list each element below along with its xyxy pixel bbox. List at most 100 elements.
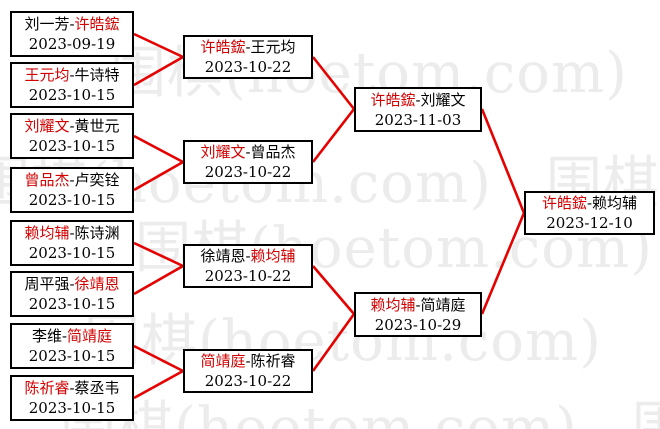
match-date: 2023-10-22 xyxy=(204,372,292,390)
player2-name: 牛诗特 xyxy=(74,66,120,84)
player2-name: 曾品杰 xyxy=(250,143,296,161)
player2-name: 黄世元 xyxy=(74,117,120,135)
match-players: 简靖庭-陈祈睿 xyxy=(200,351,295,371)
match-players: 曾品杰-卢奕铨 xyxy=(24,170,119,190)
match-players: 许皓鋐-赖均辅 xyxy=(542,193,637,213)
match-players: 徐靖恩-赖均辅 xyxy=(200,246,295,266)
match-date: 2023-10-15 xyxy=(28,191,116,209)
player1-name: 许皓鋐 xyxy=(200,38,246,56)
player2-name: 徐靖恩 xyxy=(74,275,120,293)
name-separator: - xyxy=(61,327,68,345)
name-separator: - xyxy=(69,275,75,293)
match-players: 王元均-牛诗特 xyxy=(24,65,119,85)
connector-line xyxy=(480,108,526,214)
name-separator: - xyxy=(69,224,75,242)
player2-name: 卢奕铨 xyxy=(74,171,120,189)
name-separator: - xyxy=(69,66,75,84)
name-separator: - xyxy=(415,90,421,109)
match-date: 2023-10-22 xyxy=(204,163,292,181)
player1-name: 曾品杰 xyxy=(24,171,70,189)
match-date: 2023-10-15 xyxy=(28,86,116,104)
player2-name: 简靖庭 xyxy=(67,327,113,345)
name-separator: - xyxy=(69,171,75,189)
match-r1-7: 李维-简靖庭 2023-10-15 xyxy=(10,323,134,369)
match-players: 许皓鋐-王元均 xyxy=(200,37,295,57)
match-final: 许皓鋐-赖均辅 2023-12-10 xyxy=(524,191,655,235)
match-r1-1: 刘一芳-许皓鋐 2023-09-19 xyxy=(10,11,134,57)
connector-line xyxy=(311,108,356,163)
match-r2-2: 刘耀文-曾品杰 2023-10-22 xyxy=(183,140,313,184)
name-separator: - xyxy=(415,295,421,314)
match-players: 赖均辅-简靖庭 xyxy=(370,295,465,315)
connector-line xyxy=(311,313,356,372)
match-r1-8: 陈祈睿-蔡丞韦 2023-10-15 xyxy=(10,375,134,421)
match-date: 2023-12-10 xyxy=(546,214,633,232)
name-separator: - xyxy=(245,352,251,370)
player1-name: 徐靖恩 xyxy=(200,247,246,265)
player2-name: 简靖庭 xyxy=(420,295,466,314)
player2-name: 许皓鋐 xyxy=(74,15,120,33)
name-separator: - xyxy=(69,117,75,135)
connector-line xyxy=(311,56,356,110)
name-separator: - xyxy=(245,143,251,161)
match-players: 陈祈睿-蔡丞韦 xyxy=(24,378,119,398)
name-separator: - xyxy=(586,194,593,212)
match-date: 2023-10-15 xyxy=(28,295,116,313)
player1-name: 周平强 xyxy=(24,275,70,293)
player1-name: 王元均 xyxy=(24,66,70,84)
player2-name: 刘耀文 xyxy=(420,90,466,109)
match-r1-3: 刘耀文-黄世元 2023-10-15 xyxy=(10,113,134,159)
match-r2-1: 许皓鋐-王元均 2023-10-22 xyxy=(183,35,313,79)
name-separator: - xyxy=(245,38,251,56)
player1-name: 赖均辅 xyxy=(370,295,416,314)
match-players: 赖均辅-陈诗渊 xyxy=(24,223,119,243)
match-r1-2: 王元均-牛诗特 2023-10-15 xyxy=(10,62,134,108)
connector-line xyxy=(133,55,184,87)
player1-name: 刘一芳 xyxy=(24,15,70,33)
match-date: 2023-09-19 xyxy=(28,35,116,53)
match-sf-1: 许皓鋐-刘耀文 2023-11-03 xyxy=(354,87,482,132)
player1-name: 简靖庭 xyxy=(200,352,246,370)
watermark-text: 围棋(hoetom.com) xyxy=(60,396,578,429)
connector-line xyxy=(133,32,184,59)
connector-line xyxy=(133,241,184,268)
player2-name: 赖均辅 xyxy=(592,194,638,212)
player1-name: 许皓鋐 xyxy=(541,194,587,212)
player1-name: 李维 xyxy=(31,327,62,345)
match-r2-3: 徐靖恩-赖均辅 2023-10-22 xyxy=(183,244,313,288)
name-separator: - xyxy=(69,379,75,397)
match-r1-5: 赖均辅-陈诗渊 2023-10-15 xyxy=(10,220,134,266)
match-players: 许皓鋐-刘耀文 xyxy=(370,90,465,110)
match-r1-6: 周平强-徐靖恩 2023-10-15 xyxy=(10,271,134,317)
match-players: 刘耀文-黄世元 xyxy=(24,116,119,136)
match-sf-2: 赖均辅-简靖庭 2023-10-29 xyxy=(354,292,482,337)
match-date: 2023-10-15 xyxy=(28,137,116,155)
match-date: 2023-10-22 xyxy=(204,267,292,285)
player2-name: 蔡丞韦 xyxy=(74,379,120,397)
match-date: 2023-10-15 xyxy=(28,399,116,417)
name-separator: - xyxy=(69,15,75,33)
match-date: 2023-11-03 xyxy=(374,110,462,129)
player1-name: 陈祈睿 xyxy=(24,379,70,397)
watermark-text: 围棋(hoetom.com) xyxy=(632,396,660,429)
connector-line xyxy=(480,212,526,315)
connector-line xyxy=(133,134,184,164)
player1-name: 许皓鋐 xyxy=(370,90,416,109)
player1-name: 赖均辅 xyxy=(24,224,70,242)
match-date: 2023-10-22 xyxy=(204,58,292,76)
player2-name: 王元均 xyxy=(250,38,296,56)
watermark-text: 围棋(hoetom.com) xyxy=(656,309,660,374)
match-r1-4: 曾品杰-卢奕铨 2023-10-15 xyxy=(10,167,134,213)
player2-name: 陈诗渊 xyxy=(74,224,120,242)
connector-line xyxy=(133,264,184,296)
connector-line xyxy=(133,160,184,192)
name-separator: - xyxy=(245,247,251,265)
watermark-row: 围棋(hoetom.com) 围棋(hoetom.com) xyxy=(60,383,660,429)
connector-line xyxy=(133,369,184,400)
connector-line xyxy=(312,265,355,315)
match-date: 2023-10-29 xyxy=(374,315,462,334)
match-players: 刘耀文-曾品杰 xyxy=(200,142,295,162)
match-r2-4: 简靖庭-陈祈睿 2023-10-22 xyxy=(183,349,313,393)
